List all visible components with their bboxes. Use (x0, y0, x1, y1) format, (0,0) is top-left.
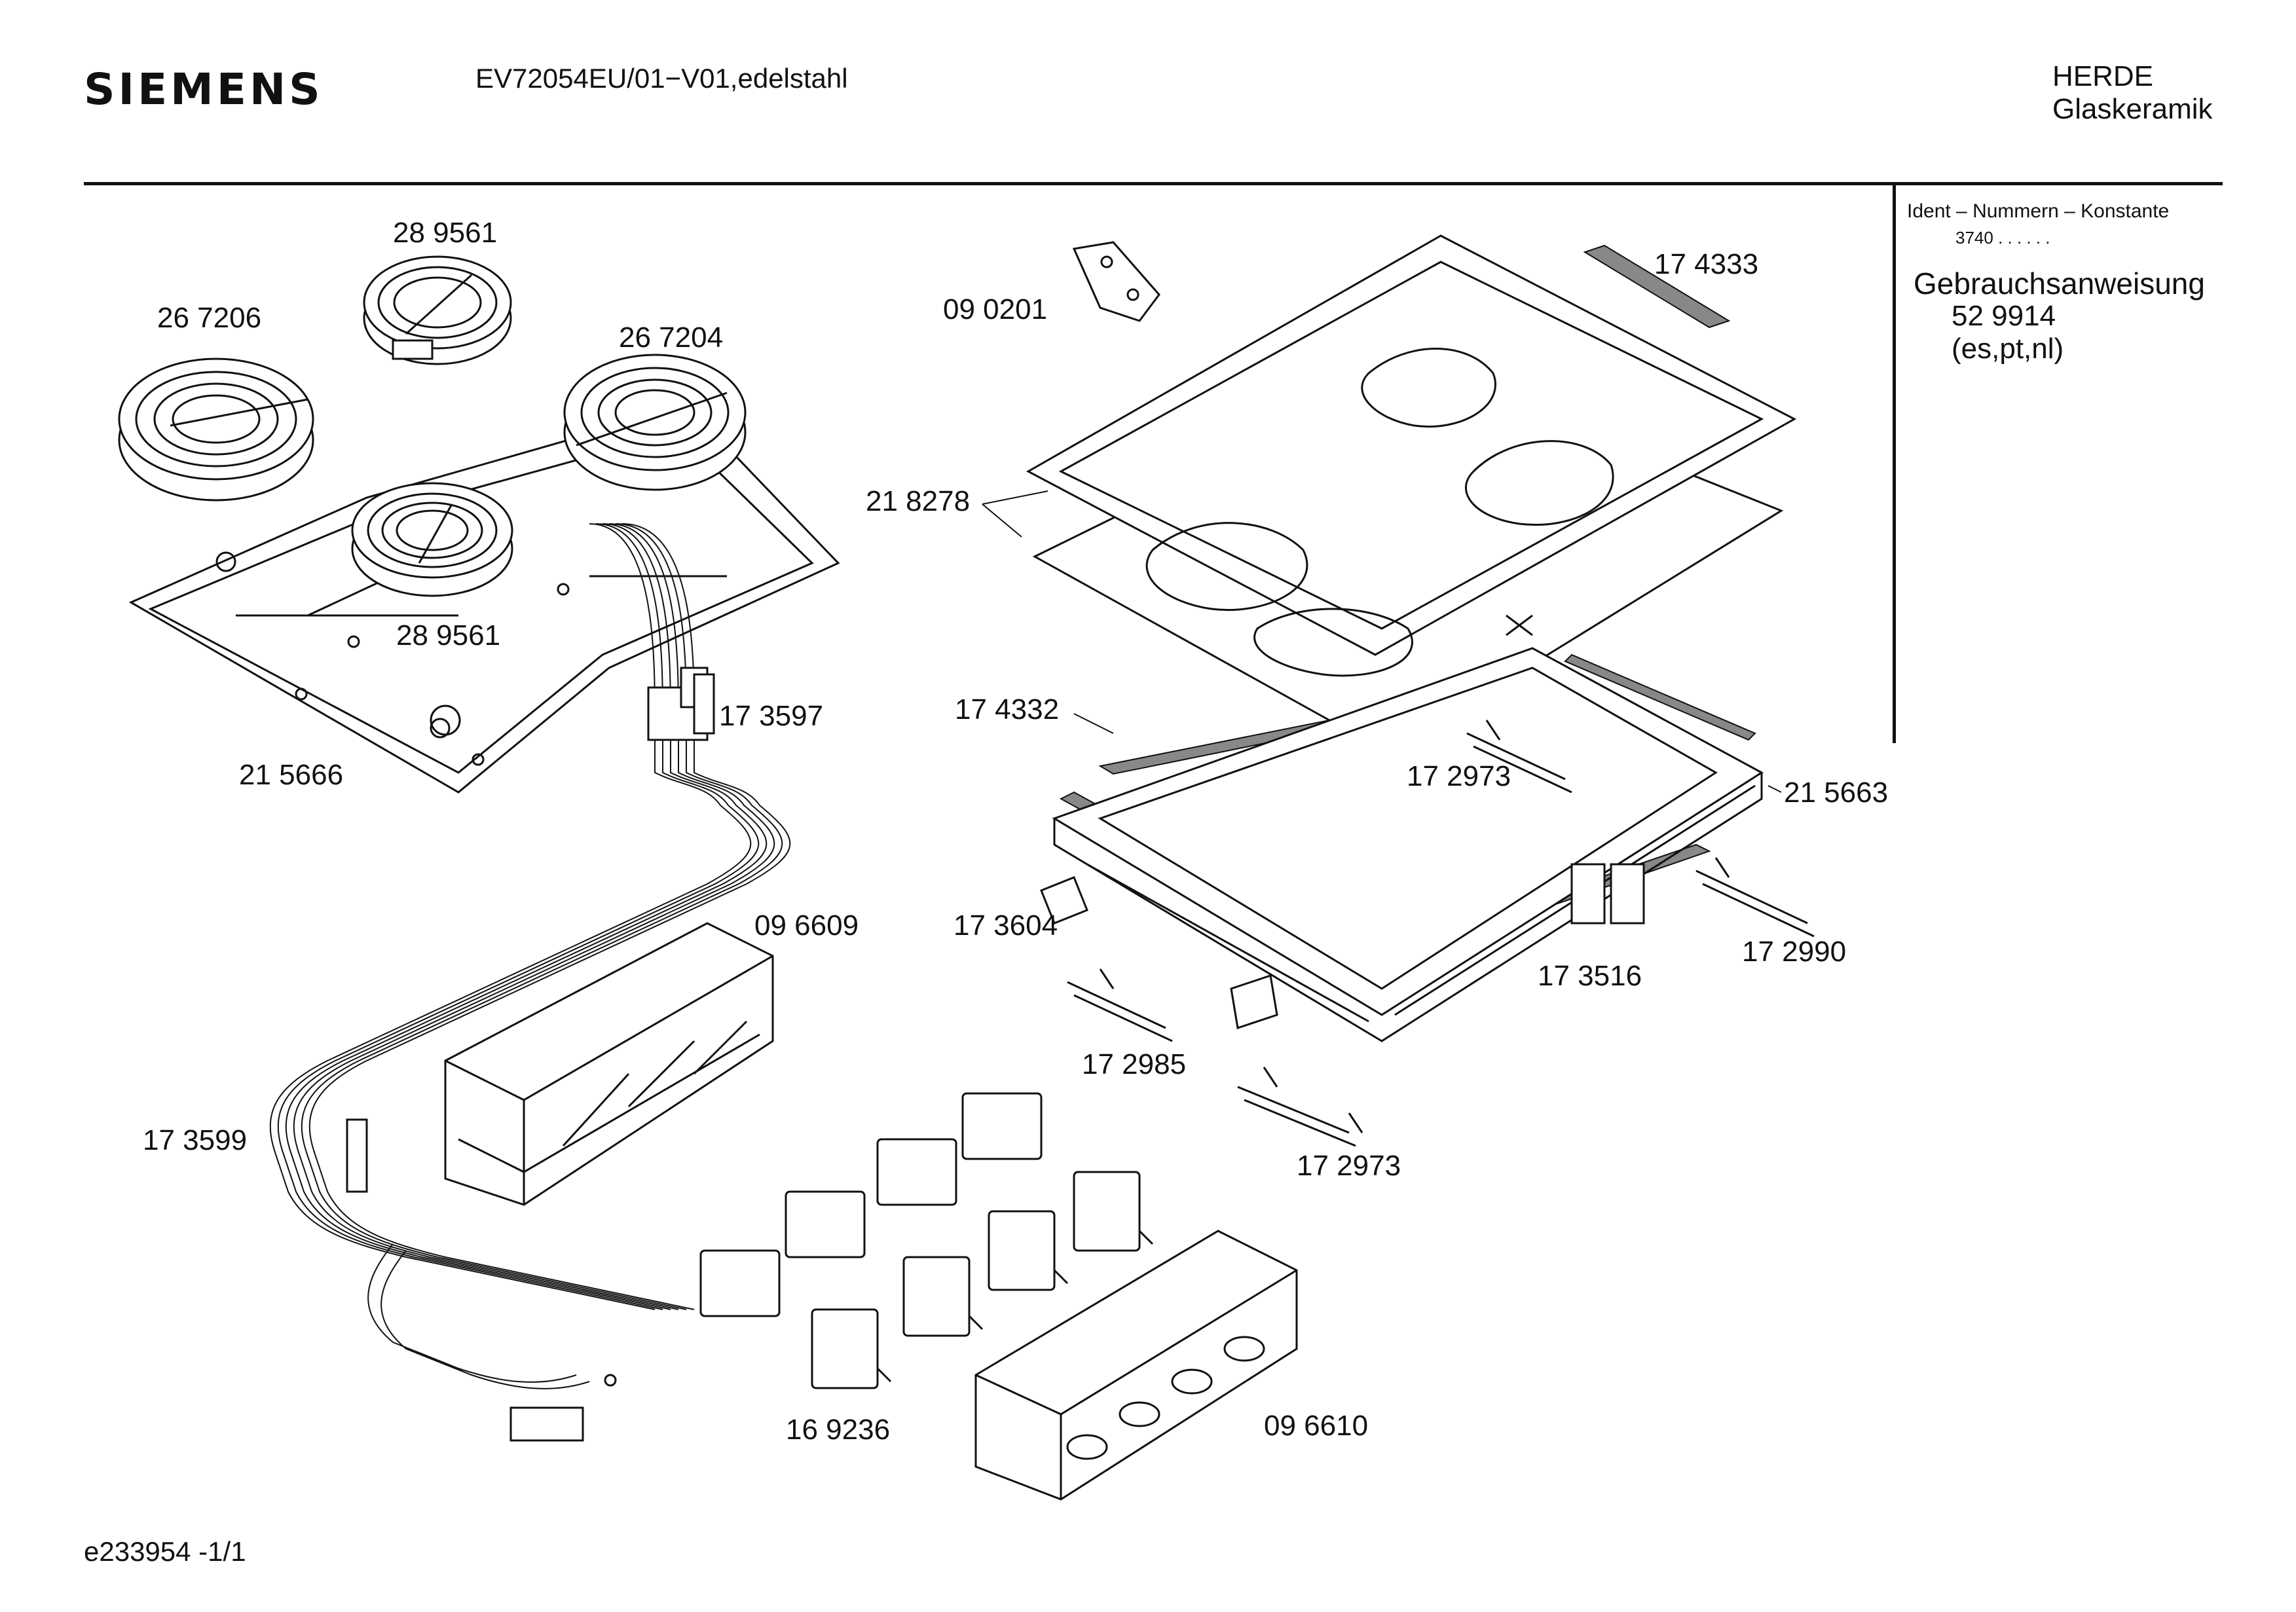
clip-17-2973-lower-drawing (1237, 1067, 1363, 1147)
label-16-9236: 16 9236 (786, 1414, 890, 1446)
category-title: HERDE (2052, 60, 2154, 92)
label-17-2973-upper: 17 2973 (1407, 760, 1511, 792)
label-21-8278: 21 8278 (866, 485, 970, 517)
label-09-6609: 09 6609 (754, 909, 859, 942)
model-number: EV72054EU/01−V01,edelstahl (475, 63, 848, 94)
manual-title: Gebrauchsanweisung (1914, 266, 2205, 301)
seal-strip-17-4333-drawing (1583, 244, 1731, 329)
label-17-3604: 17 3604 (954, 909, 1058, 942)
bracket-09-0201-drawing (1072, 241, 1160, 322)
label-26-7206: 26 7206 (157, 302, 261, 334)
duct-09-6609-drawing (444, 922, 774, 1206)
ident-heading: Ident – Nummern – Konstante (1907, 200, 2170, 222)
info-panel-divider (1893, 185, 1896, 743)
clip-17-3604-drawing (1040, 876, 1088, 925)
label-28-9561-top: 28 9561 (393, 217, 497, 249)
label-17-3516: 17 3516 (1538, 960, 1642, 992)
label-09-6610: 09 6610 (1264, 1410, 1368, 1442)
bracket-17-3597-drawing (693, 673, 715, 735)
label-21-5666: 21 5666 (239, 759, 343, 791)
category-subtitle: Glaskeramik (2052, 93, 2213, 125)
label-21-5663: 21 5663 (1784, 777, 1888, 809)
manual-number: 52 9914 (1952, 300, 2056, 332)
label-17-4333: 17 4333 (1654, 248, 1758, 280)
hotplate-right-drawing (563, 354, 747, 491)
hotplate-back-drawing (363, 255, 512, 365)
frame-21-5663-drawing (1052, 647, 1764, 1042)
energy-regulators-drawing (699, 1092, 1154, 1389)
header-divider (84, 182, 2223, 185)
clip-17-2990-drawing (1695, 857, 1815, 938)
control-bracket-09-6610-drawing (974, 1230, 1298, 1501)
label-26-7204: 26 7204 (619, 321, 723, 354)
manual-languages: (es,pt,nl) (1952, 333, 2064, 365)
label-17-2985: 17 2985 (1082, 1048, 1186, 1080)
clip-17-2973-upper-drawing (1466, 720, 1572, 794)
hotplate-left-drawing (118, 357, 314, 502)
base-plate-drawing (128, 405, 840, 794)
clip-17-2985-drawing (1067, 968, 1278, 1042)
label-17-3599: 17 3599 (143, 1124, 247, 1156)
label-09-0201: 09 0201 (943, 293, 1047, 325)
label-17-2973-lower: 17 2973 (1297, 1150, 1401, 1182)
glass-ceramic-top-drawing (1026, 234, 1797, 754)
leader-lines (982, 490, 1782, 793)
label-28-9561-bottom: 28 9561 (396, 619, 500, 651)
wiring-harness-drawing (269, 523, 791, 1442)
hotplate-front-drawing (351, 482, 513, 597)
label-17-4332: 17 4332 (955, 693, 1059, 725)
konstante-value: 3740 . . . . . . (1955, 228, 2050, 247)
document-id: e233954 -1/1 (84, 1536, 246, 1567)
label-17-2990: 17 2990 (1742, 936, 1846, 968)
label-17-3597: 17 3597 (719, 700, 823, 732)
brand-logo: SIEMENS (84, 64, 324, 115)
